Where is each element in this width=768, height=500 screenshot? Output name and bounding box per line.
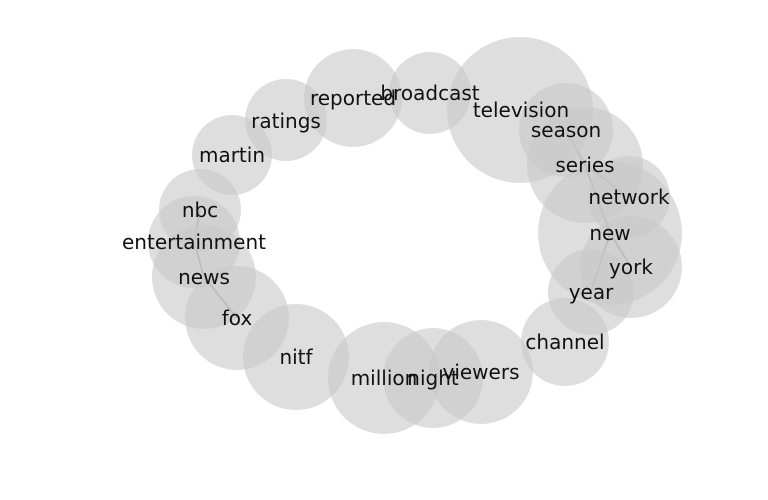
label-series: series	[555, 153, 614, 177]
label-new: new	[589, 221, 630, 245]
label-million: million	[351, 366, 418, 390]
bubble-reported	[304, 49, 402, 147]
label-nbc: nbc	[182, 198, 218, 222]
label-viewers: viewers	[442, 360, 519, 384]
label-news: news	[178, 265, 230, 289]
bubble-broadcast	[389, 52, 471, 134]
label-night: night	[407, 366, 459, 390]
bubble-season	[519, 83, 613, 177]
label-york: york	[609, 255, 653, 279]
label-television: television	[473, 98, 569, 122]
label-channel: channel	[525, 330, 604, 354]
label-ratings: ratings	[251, 109, 321, 133]
label-year: year	[569, 280, 614, 304]
label-nitf: nitf	[279, 345, 313, 369]
label-network: network	[588, 185, 670, 209]
bubble-nitf	[243, 304, 349, 410]
label-broadcast: broadcast	[380, 81, 479, 105]
label-reported: reported	[310, 86, 396, 110]
label-martin: martin	[199, 143, 265, 167]
label-fox: fox	[222, 306, 253, 330]
bubble-viewers	[429, 320, 533, 424]
label-entertainment: entertainment	[122, 230, 266, 254]
label-season: season	[531, 118, 601, 142]
bubble-layer	[148, 37, 682, 434]
